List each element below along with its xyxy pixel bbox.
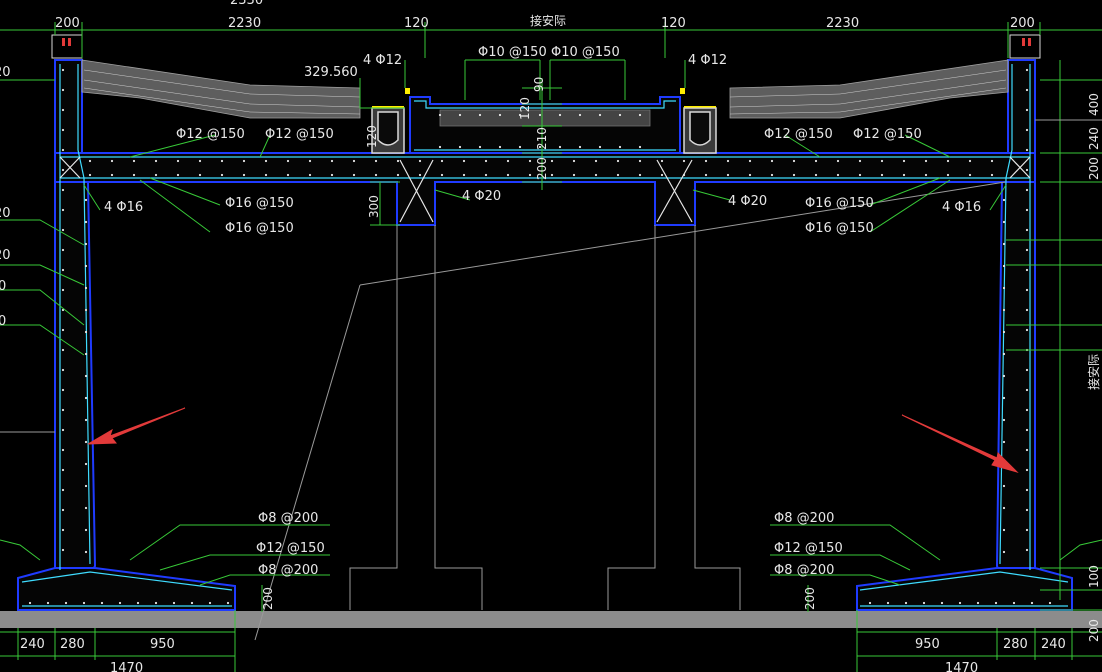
label-left-beam: 4 Φ20 bbox=[462, 189, 501, 204]
right-axis-label: 接安际 bbox=[1086, 354, 1101, 390]
dim-partial-top: 2330 bbox=[230, 0, 263, 8]
dim-bottom-r3: 240 bbox=[1041, 637, 1066, 652]
dim-right-span: 2230 bbox=[826, 16, 859, 31]
gravel-fill bbox=[81, 59, 1009, 127]
right-wall bbox=[995, 59, 1036, 576]
highlight-marks bbox=[372, 88, 716, 108]
dim-bottom-r2: 280 bbox=[1003, 637, 1028, 652]
dim-left-footing-vert: 200 bbox=[261, 587, 275, 610]
left-red-arrow bbox=[87, 407, 186, 445]
dim-center-120b: 120 bbox=[365, 125, 379, 148]
label-left-top-1: Φ12 @150 bbox=[176, 127, 245, 142]
label-left-footing-1: Φ8 @200 bbox=[258, 511, 318, 526]
dim-right-wall: 200 bbox=[1010, 16, 1035, 31]
dim-center-120: 120 bbox=[518, 97, 532, 120]
label-left-footing-3: Φ8 @200 bbox=[258, 563, 318, 578]
label-right-bot-2: Φ16 @150 bbox=[805, 221, 874, 236]
left-partial-1: 20 bbox=[0, 65, 11, 80]
dim-bottom-r1: 950 bbox=[915, 637, 940, 652]
dim-beam-depth: 300 bbox=[367, 195, 381, 218]
label-right-top-2: Φ12 @150 bbox=[853, 127, 922, 142]
concrete-structure bbox=[17, 59, 1073, 611]
haunch-cross-marks bbox=[59, 156, 1031, 223]
left-partial-3: 20 bbox=[0, 248, 11, 263]
rebar-dots bbox=[28, 68, 1052, 605]
label-right-footing-1: Φ8 @200 bbox=[774, 511, 834, 526]
dim-left-span: 2230 bbox=[228, 16, 261, 31]
left-partial-2: 20 bbox=[0, 206, 11, 221]
dim-right-base1: 100 bbox=[1087, 565, 1101, 588]
dim-right-footing-vert: 200 bbox=[803, 587, 817, 610]
dim-center-210: 210 bbox=[535, 127, 549, 150]
label-center-right-bars: Φ10 @150 bbox=[551, 45, 620, 60]
label-right-footing-3: Φ8 @200 bbox=[774, 563, 834, 578]
label-left-corner-bars: 4 Φ12 bbox=[363, 53, 402, 68]
dim-left-wall: 200 bbox=[55, 16, 80, 31]
left-partial-4: 0 bbox=[0, 279, 6, 294]
background-outlines bbox=[254, 181, 1006, 641]
label-right-beam: 4 Φ20 bbox=[728, 194, 767, 209]
dim-bottom-r-total: 1470 bbox=[945, 661, 978, 672]
label-right-footing-2: Φ12 @150 bbox=[774, 541, 843, 556]
label-left-top-2: Φ12 @150 bbox=[265, 127, 334, 142]
label-right-corner-bars: 4 Φ12 bbox=[688, 53, 727, 68]
label-center-left-bars: Φ10 @150 bbox=[478, 45, 547, 60]
left-partial-5: 0 bbox=[0, 314, 6, 329]
dim-right-mid: 120 bbox=[661, 16, 686, 31]
left-drain-inner bbox=[377, 111, 399, 146]
label-right-bot-1: Φ16 @150 bbox=[805, 196, 874, 211]
top-axis-label: 接安际 bbox=[530, 13, 566, 28]
gravel-texture bbox=[83, 69, 1007, 115]
red-arrows bbox=[87, 407, 1019, 473]
right-red-arrow bbox=[901, 414, 1019, 473]
ground-line-left bbox=[0, 119, 1102, 433]
dim-bottom-l-total: 1470 bbox=[110, 661, 143, 672]
label-left-bot-1: Φ16 @150 bbox=[225, 196, 294, 211]
dim-right-top: 400 bbox=[1087, 93, 1101, 116]
dim-right-mid1: 240 bbox=[1087, 127, 1101, 150]
dim-center-200: 200 bbox=[535, 157, 549, 180]
drain-channels bbox=[371, 107, 717, 154]
dim-right-mid2: 200 bbox=[1087, 157, 1101, 180]
label-left-footing-2: Φ12 @150 bbox=[256, 541, 325, 556]
right-footing bbox=[856, 567, 1073, 611]
top-wall-marks bbox=[62, 38, 1031, 46]
dim-left-mid: 120 bbox=[404, 16, 429, 31]
dim-right-base2: 200 bbox=[1087, 619, 1101, 642]
dim-bottom-l3: 950 bbox=[150, 637, 175, 652]
label-right-haunch: 4 Φ16 bbox=[942, 200, 981, 215]
label-left-haunch: 4 Φ16 bbox=[104, 200, 143, 215]
label-elevation: 329.560 bbox=[304, 65, 358, 80]
dim-center-90: 90 bbox=[532, 77, 546, 92]
dim-bottom-l2: 280 bbox=[60, 637, 85, 652]
dim-bottom-l1: 240 bbox=[20, 637, 45, 652]
left-footing bbox=[17, 567, 236, 611]
label-left-bot-2: Φ16 @150 bbox=[225, 221, 294, 236]
leader-lines bbox=[0, 22, 1102, 672]
right-drain-inner bbox=[689, 111, 711, 146]
label-right-top-1: Φ12 @150 bbox=[764, 127, 833, 142]
ground-band bbox=[0, 611, 1102, 628]
rebar bbox=[21, 64, 1069, 607]
